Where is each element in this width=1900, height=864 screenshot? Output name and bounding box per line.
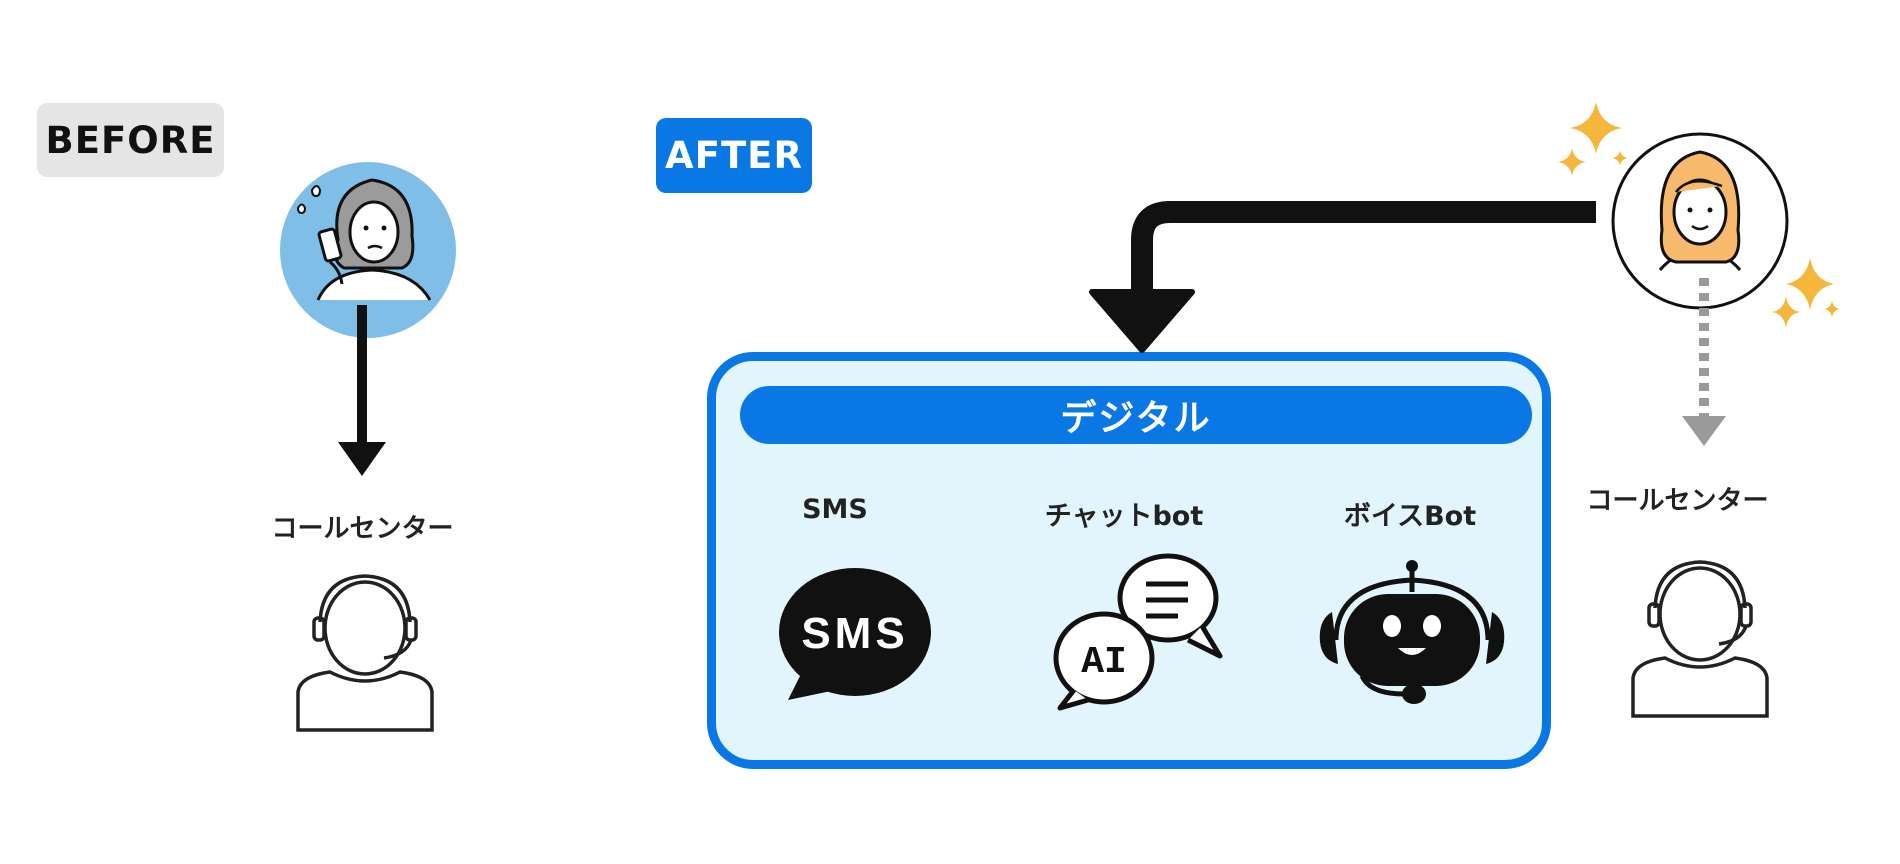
before-arrow — [338, 305, 386, 476]
ai-chat-icon: AI — [1053, 553, 1223, 711]
before-call-center-label: コールセンター — [271, 514, 454, 544]
voicebot-channel-label: ボイスBot — [1343, 501, 1477, 532]
sms-bubble-icon: SMS — [779, 568, 931, 700]
dotted-arrow-to-call-center — [1682, 278, 1726, 446]
chatbot-channel-label: チャットbot — [1044, 501, 1204, 532]
after-arrow-to-digital — [1089, 201, 1596, 353]
ai-icon-text: AI — [1081, 641, 1127, 684]
sparkle-icon — [1558, 102, 1840, 328]
after-operator-icon — [1631, 560, 1769, 718]
sms-icon-text: SMS — [801, 609, 908, 658]
before-badge: BEFORE — [37, 103, 224, 177]
robot-headset-icon — [1319, 560, 1505, 704]
worried-customer-icon — [280, 162, 456, 338]
before-operator-icon — [296, 574, 434, 732]
happy-customer-icon — [1611, 132, 1789, 310]
after-call-center-label: コールセンター — [1586, 486, 1769, 516]
sms-channel-label: SMS — [802, 494, 868, 525]
after-badge: AFTER — [656, 118, 812, 193]
digital-header: デジタル — [740, 386, 1532, 444]
